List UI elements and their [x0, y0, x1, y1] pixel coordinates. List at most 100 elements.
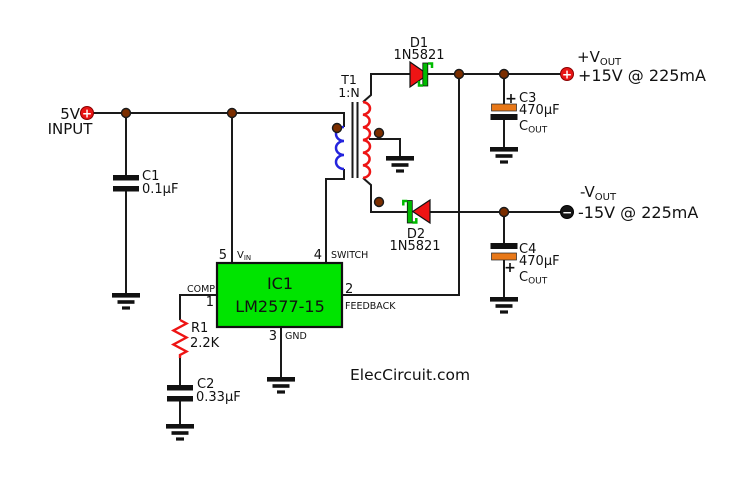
d1-part: 1N5821 [393, 48, 444, 63]
c1-value: 0.1µF [142, 182, 178, 197]
junction-dot-c4 [498, 206, 510, 218]
d2-anode-triangle [411, 198, 431, 225]
d2-schottky-hooks [402, 199, 418, 224]
watermark-text: ElecCircuit.com [350, 366, 470, 384]
capacitor-c4: + C4 470µF COUT [490, 242, 560, 287]
d1-ref: D1 [410, 36, 428, 51]
wire-comp [179, 294, 217, 320]
ic1-pin2-name: FEEDBACK [345, 301, 396, 312]
c3-ref: C3 [519, 91, 536, 106]
positive-output: +VOUT +15V @ 225mA + [560, 48, 706, 85]
capacitor-c3: + C3 470µF COUT [490, 91, 560, 136]
ic1-part: LM2577-15 [235, 297, 325, 316]
ic1-pin5-name-sub: IN [244, 254, 251, 262]
junction-dots [120, 68, 510, 218]
t1-ref: T1 [340, 72, 357, 87]
wire-feedback [342, 74, 460, 296]
c4-ref: C4 [519, 242, 536, 257]
ic1-pin2-number: 2 [345, 282, 353, 297]
neg-output-terminal [560, 205, 574, 219]
ic1-ref: IC1 [267, 274, 293, 293]
ground-symbol-c4 [490, 297, 518, 314]
ic1-pin3-number: 3 [269, 329, 277, 344]
ground-symbol-c2 [166, 424, 194, 441]
ic1-pin5-number: 5 [219, 248, 227, 263]
pos-output-name-main: +V [577, 48, 601, 66]
wire-switch [325, 169, 345, 263]
c3-role: COUT [519, 119, 548, 136]
c4-value: 470µF [519, 254, 560, 269]
input-voltage-label: 5V [60, 105, 81, 123]
t1-secondary-winding [362, 100, 372, 180]
t1-ratio: 1:N [338, 85, 360, 100]
wire-sec-top-d1 [362, 73, 410, 103]
neg-terminal-sign: − [562, 205, 572, 219]
c4-polarity-plus: + [504, 260, 516, 276]
ground-symbol-c3 [490, 147, 518, 164]
ic1-lm2577: IC1 LM2577-15 5 VIN 4 SWITCH COMP 1 2 FE… [187, 248, 396, 344]
ic1-pin4-name: SWITCH [331, 250, 368, 261]
c2-ref: C2 [197, 377, 214, 392]
t1-secondary-phase-dot-top [373, 127, 385, 139]
transformer-t1: T1 1:N [331, 72, 385, 208]
c4-plate-positive [491, 252, 517, 261]
junction-dot-c1 [120, 107, 132, 119]
ground-symbol-centertap [386, 156, 414, 173]
neg-output-name: -VOUT [580, 183, 617, 203]
d2-part: 1N5821 [389, 239, 440, 254]
c4-role: COUT [519, 270, 548, 287]
c2-value: 0.33µF [196, 390, 241, 405]
junction-dot-c3 [498, 68, 510, 80]
d1-anode-triangle [409, 60, 430, 89]
input-terminal: 5V INPUT + [48, 105, 94, 138]
c4-plate-negative [490, 243, 518, 249]
pos-terminal-sign: + [562, 67, 572, 81]
pos-output-name: +VOUT [577, 48, 622, 68]
input-plus-sign: + [82, 106, 92, 120]
resistor-r1: R1 2.2K [170, 318, 220, 358]
ic1-pin3-name: GND [285, 331, 307, 342]
ground-symbol-ic [267, 377, 295, 394]
c1-plate-bottom [113, 186, 139, 192]
ic1-pin4-number: 4 [314, 248, 322, 263]
pos-output-name-sub: OUT [600, 57, 622, 68]
c3-role-sub: OUT [528, 126, 548, 136]
c2-plate-bottom [167, 396, 193, 402]
d1-cathode-bar [422, 62, 429, 87]
wire-center-tap [369, 138, 401, 156]
neg-output-spec: -15V @ 225mA [578, 203, 698, 222]
c4-role-sub: OUT [528, 277, 548, 287]
c1-plate-top [113, 175, 139, 181]
diode-d2: D2 1N5821 [389, 198, 441, 254]
c3-value: 470µF [519, 103, 560, 118]
wire-sec-bot-d2 [362, 177, 408, 213]
c3-role-main: C [519, 119, 528, 134]
r1-ref: R1 [191, 321, 208, 336]
c3-plate-positive [491, 103, 517, 112]
ic1-pin1-number: 1 [206, 295, 214, 310]
d2-ref: D2 [407, 227, 425, 242]
capacitor-c1: C1 0.1µF [113, 169, 178, 197]
r1-zigzag [170, 318, 190, 358]
ic1-pin5-name-main: V [237, 250, 244, 261]
ic1-body [215, 261, 344, 329]
ground-symbol-c1 [112, 293, 140, 310]
c4-role-main: C [519, 270, 528, 285]
wire-input-rail [93, 112, 345, 127]
pos-output-spec: +15V @ 225mA [578, 66, 706, 85]
wires [93, 73, 561, 424]
c3-polarity-plus: + [505, 91, 517, 107]
input-plus-terminal [80, 106, 94, 120]
junction-dot-feedback [453, 68, 465, 80]
ic1-pin5-name: VIN [237, 250, 251, 262]
d2-cathode-bar [406, 200, 413, 224]
c2-plate-top [167, 385, 193, 391]
c1-ref: C1 [142, 169, 159, 184]
t1-secondary-phase-dot-bottom [373, 196, 385, 208]
c3-plate-negative [490, 114, 518, 120]
t1-primary-phase-dot [331, 122, 343, 134]
capacitor-c2: C2 0.33µF [167, 377, 241, 405]
neg-output-name-sub: OUT [595, 192, 617, 203]
